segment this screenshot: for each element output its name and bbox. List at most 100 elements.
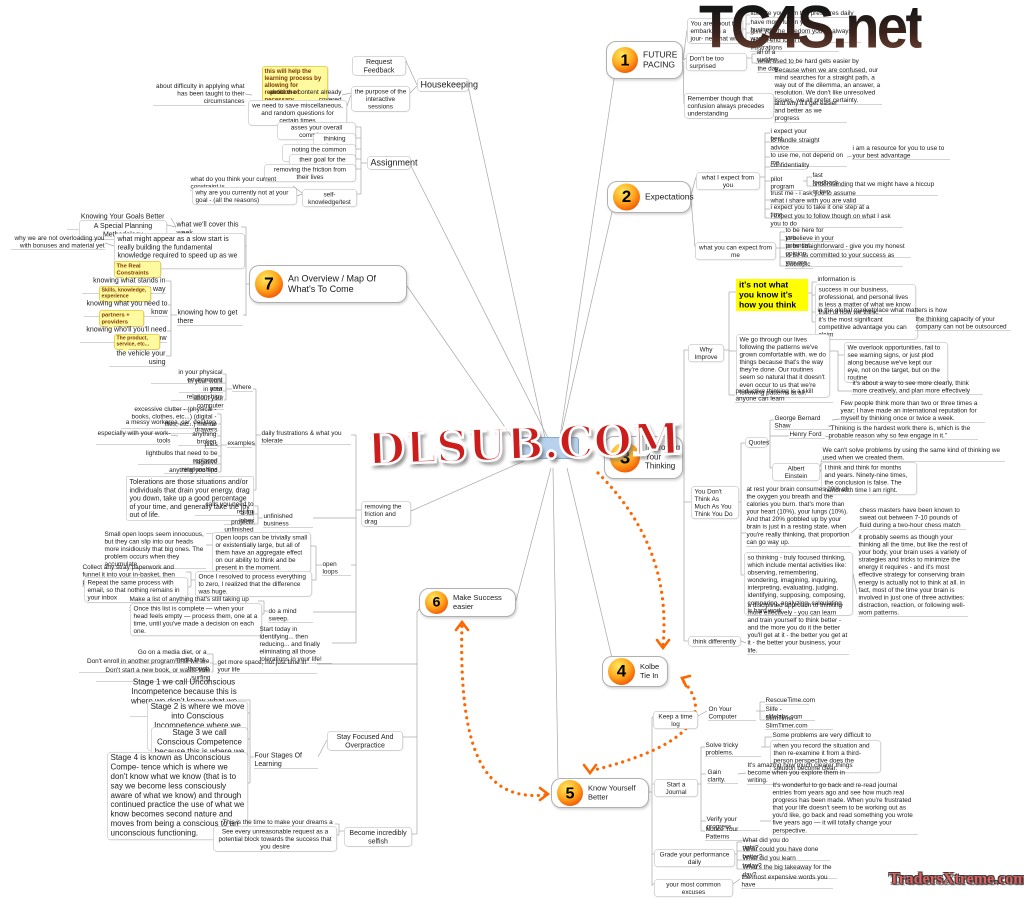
topic-mind-sweep[interactable]: do a mind sweep. <box>268 607 313 624</box>
topic-piles[interactable]: piles <box>204 440 218 449</box>
topic-about-computer[interactable]: about your computer <box>171 394 224 411</box>
topic-about-to-embark[interactable]: You are about to embark on a jour- ney t… <box>687 18 743 44</box>
topic-excessive-clutter[interactable]: excessive clutter - (physical - books, c… <box>121 405 217 429</box>
topic-do-right[interactable]: What did you do right? <box>742 836 802 853</box>
topic-relationships[interactable]: in your relationships <box>171 385 223 402</box>
topic-at-rest-brain[interactable]: at rest your brain consumes 20% of the o… <box>746 485 851 547</box>
topic-gain-clarity[interactable]: Gain clarity. <box>707 768 738 785</box>
topic-common-excuses[interactable]: your most common excuses <box>654 879 733 898</box>
topic-media-diet[interactable]: Go on a media diet, or a media fast. <box>119 648 207 665</box>
topic-think-differently[interactable]: think differently <box>688 636 741 647</box>
note-so-thinking[interactable]: so thinking - truly focused thinking, wh… <box>744 552 853 616</box>
note-small-open-loops[interactable]: Small open loops seem innocuous, but the… <box>104 530 206 569</box>
topic-dont-be-surprised[interactable]: Don't be too surprised <box>686 53 747 72</box>
topic-negative-relationships[interactable]: negative relationships <box>164 458 218 475</box>
topic-purpose-interactive[interactable]: the purpose of the interactive sessions <box>351 86 410 112</box>
topic-chess-masters[interactable]: chess masters have been known to sweat o… <box>859 506 966 530</box>
topic-expect-best[interactable]: i expect your best <box>770 127 818 144</box>
topic-rescuetime[interactable]: RescueTime.com <box>765 696 816 705</box>
topic-all-of-sudden[interactable]: all of a sudden <box>756 48 796 65</box>
topic-straight-advice[interactable]: to handle straight advice <box>770 136 832 153</box>
topic-slife[interactable]: Slife - slifelabs.com <box>765 705 815 722</box>
topic-start-today[interactable]: Start today in identifying... then reduc… <box>259 625 332 664</box>
topic-wonderful-reread[interactable]: It's wonderful to go back and re-read jo… <box>772 781 918 835</box>
topic-expensive-words[interactable]: the most expensive words you have <box>741 873 833 890</box>
topic-subtopic[interactable]: Subtopic <box>785 260 813 269</box>
topic-knowing-how-get-there[interactable]: knowing how to get there <box>177 308 243 326</box>
topic-amazing-clearer[interactable]: It's amazing how much clearer things bec… <box>747 761 855 785</box>
topic-slimtimer[interactable]: SlimTimer - SlimTimer.com <box>765 714 833 731</box>
topic-gbs-quote[interactable]: Few people think more than two or three … <box>840 399 985 423</box>
topic-solve-tricky[interactable]: Solve tricky problems. <box>705 741 761 758</box>
topic-one-step[interactable]: i expect you to take it one step at a ti… <box>770 203 872 220</box>
topic-assignment[interactable]: Assignment <box>367 156 418 170</box>
topic-on-your-computer[interactable]: On Your Computer <box>708 705 756 722</box>
topic-confidentiality[interactable]: confidentiality <box>770 161 810 170</box>
topic-committed[interactable]: to be as committed to your success as yo… <box>785 251 903 268</box>
topic-done-better[interactable]: What could you have done better? <box>742 845 830 862</box>
topic-because-confused[interactable]: Because when we are confused, our mind s… <box>774 66 882 105</box>
note-unreasonable-request[interactable]: See every unreasonable request as a pote… <box>213 826 337 852</box>
topic-einstein[interactable]: Albert Einstein <box>772 463 820 482</box>
note-open-loops-trivial[interactable]: Open loops can be trivially small or exi… <box>212 532 311 573</box>
topic-where[interactable]: Where <box>232 383 253 392</box>
topic-not-what-you-know[interactable]: it's not what you know it's how you thin… <box>736 279 808 312</box>
topic-dont-think-much[interactable]: You Don't Think As Much As You Think You… <box>691 486 739 520</box>
topic-about-difficulty[interactable]: about difficulty in applying what has be… <box>153 82 245 106</box>
topic-thinking-capacity[interactable]: the thinking capacity of your company ca… <box>915 315 1011 332</box>
topic-daily-frustrations[interactable]: daily frustrations & what you tolerate <box>261 429 351 446</box>
topic-notice-patterns[interactable]: Notice Your Patterns <box>705 825 758 842</box>
topic-end-frustrations[interactable]: put an end to all the frustrations <box>750 36 839 53</box>
topic-einstein-quote1[interactable]: We can't solve problems by using the sam… <box>822 446 1005 463</box>
topic-disciplined-approach[interactable]: a disciplined approach to thinking more … <box>747 601 849 655</box>
topic-what-i-expect[interactable]: what I expect from you <box>696 172 760 191</box>
topic-physical-environment[interactable]: in your physical environment <box>151 368 223 385</box>
topic-henry-ford[interactable]: Henry Ford <box>789 430 825 439</box>
topic-liberate[interactable]: liberate you from the pressures daily <box>750 9 856 18</box>
topic-request-feedback[interactable]: Request Feedback <box>352 56 406 76</box>
note-record-situation[interactable]: when you record the situation and then r… <box>770 740 881 774</box>
topic-vehicle-using[interactable]: the vehicle your using <box>109 349 166 367</box>
topic-become-selfish[interactable]: Become incredibly selfish <box>344 827 412 847</box>
topic-self-knowledge[interactable]: self-knowledge/test <box>302 189 357 208</box>
topic-big-takeaway[interactable]: What's the big takeaway for the day? <box>742 863 837 880</box>
topic-use-me[interactable]: to use me, not depend on me <box>770 151 847 168</box>
topic-freedom[interactable]: give you the freedom you've always wante… <box>750 27 861 44</box>
note-repeat-email[interactable]: Repeat the same process with email, so t… <box>84 577 188 603</box>
topic-start-journal[interactable]: Start a Journal <box>654 779 698 798</box>
topic-removing-friction-lives[interactable]: removing the friction from their lives <box>264 164 356 183</box>
topic-full-inbox[interactable]: a full inbox <box>224 509 255 526</box>
topic-why-not-overloading[interactable]: why we are not overloading you with bonu… <box>11 234 105 251</box>
note-we-go-through[interactable]: We go through our lives following the pa… <box>736 334 830 398</box>
callout-partners-providers[interactable]: partners + providers <box>99 310 144 332</box>
note-once-resolved[interactable]: Once I resolved to process everything to… <box>195 571 312 597</box>
topic-verify-progress[interactable]: Verify your progress. <box>706 815 760 832</box>
topic-follow-through[interactable]: i expect you to follow though on what I … <box>770 212 903 229</box>
topic-root[interactable]: ule <box>517 437 579 459</box>
topic-why-improve[interactable]: Why Improve <box>688 344 724 363</box>
note-we-overlook[interactable]: We overlook opportunities, fail to see w… <box>844 342 948 383</box>
topic-unfinished-business[interactable]: unfinished business <box>263 512 313 529</box>
note-stage4[interactable]: Stage 4 is known as Unconscious Compe- t… <box>107 752 248 840</box>
topic-easier-as-progress[interactable]: and why it'll get easier and better as w… <box>774 99 847 123</box>
topic-removing-friction-drag[interactable]: removing the friction and drag <box>361 501 411 527</box>
topic-four-stages[interactable]: Four Stages Of Learning <box>254 751 318 769</box>
topic-hiccup[interactable]: understanding that we might have a hiccu… <box>812 180 938 197</box>
topic-be-here[interactable]: to be here for you <box>785 226 834 243</box>
topic-open-loops[interactable]: open loops <box>322 560 351 577</box>
topic-resource[interactable]: i am a resource for you to use to your b… <box>852 144 950 161</box>
topic-stay-focused[interactable]: Stay Focused And Overpractice <box>327 731 403 751</box>
topic-gbs[interactable]: George Bernard Shaw <box>774 414 832 431</box>
topic-competitive-advantage[interactable]: it's the most significant competitive ad… <box>815 314 918 340</box>
topic-more-fun[interactable]: have more fun in your business <box>750 18 836 35</box>
callout-learning-process[interactable]: this will help the learning process by a… <box>262 66 328 109</box>
topic-calls-return[interactable]: calls you need to return <box>195 500 254 517</box>
topic-why-not-at-goal[interactable]: why are you currently not at your goal -… <box>192 187 297 206</box>
note-tolerations[interactable]: Tolerations are those situations and/or … <box>126 476 254 521</box>
topic-confusion-precedes[interactable]: Remember though that confusion always pr… <box>684 93 774 119</box>
